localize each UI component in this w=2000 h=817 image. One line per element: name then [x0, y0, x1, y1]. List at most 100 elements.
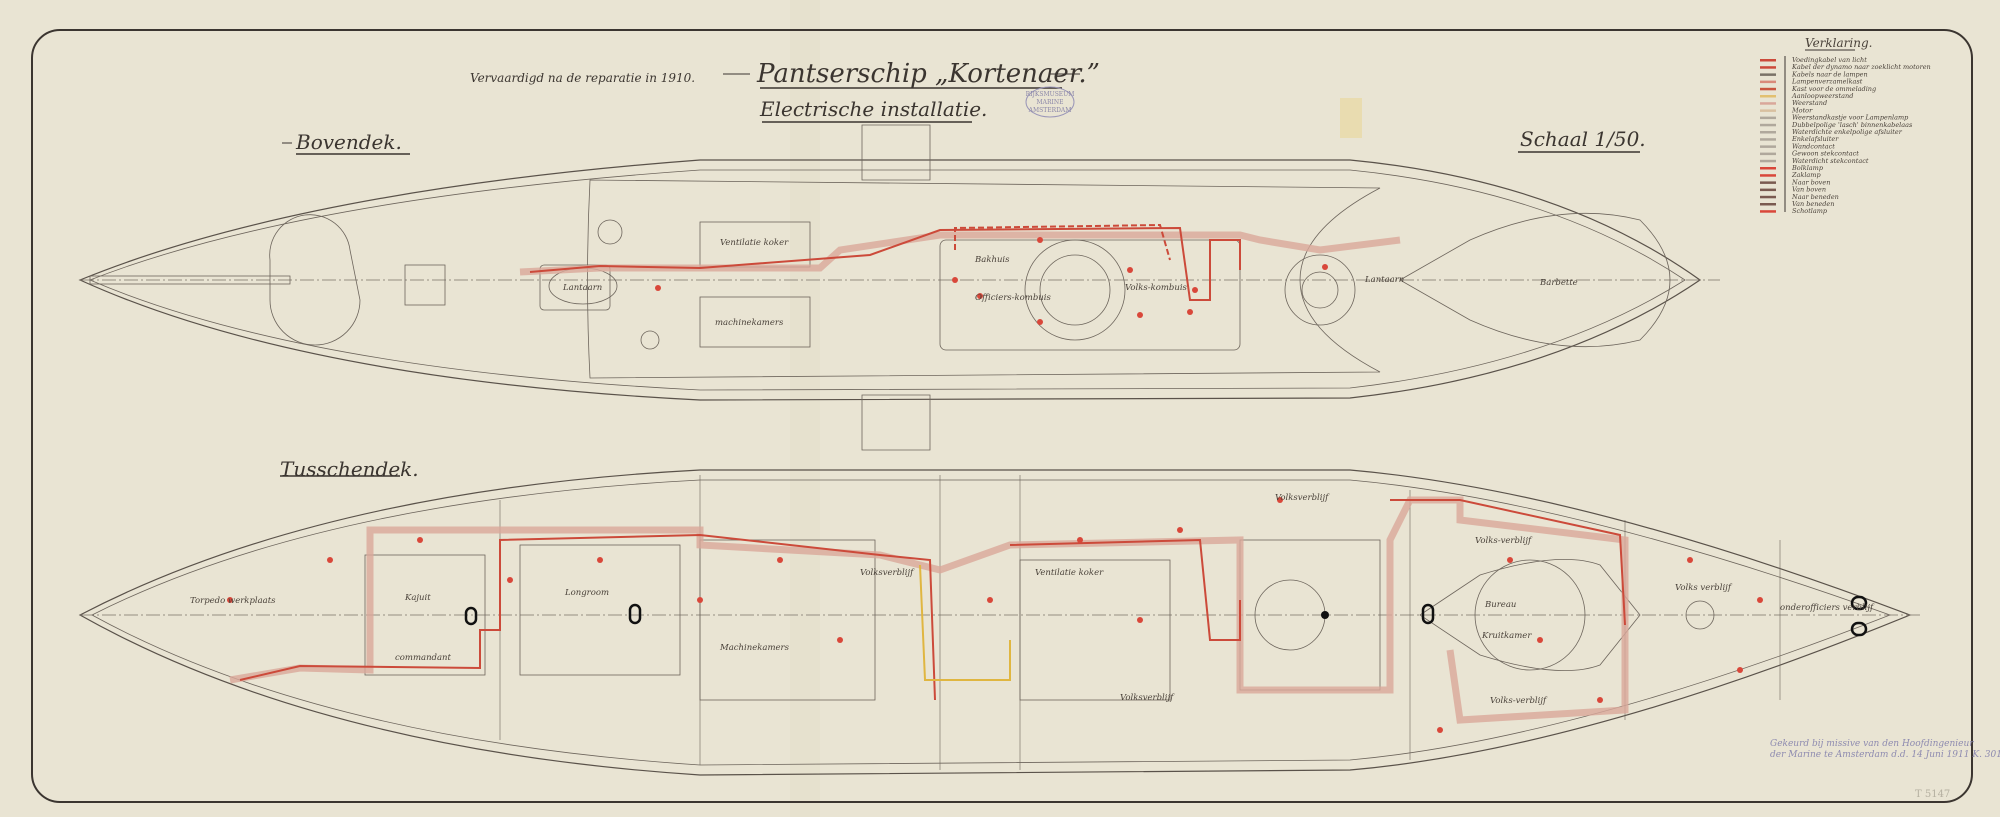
- legend-label: Weerstandkastje voor Lampenlamp: [1792, 114, 1909, 122]
- room-label: Barbette: [1539, 278, 1578, 288]
- legend-swatch: [1760, 145, 1776, 148]
- museum-stamp: RIJKSMUSEUM MARINE AMSTERDAM: [1025, 86, 1075, 118]
- room-label: machinekamers: [715, 318, 784, 328]
- room-label: Kajuit: [404, 593, 431, 603]
- legend-label: Waterdicht stekcontact: [1792, 157, 1869, 165]
- legend-swatch: [1760, 95, 1776, 98]
- legend-swatch: [1760, 109, 1776, 112]
- legend-item: Kabels naar de lampen: [1760, 70, 1868, 78]
- legend-label: Schotlamp: [1792, 207, 1828, 215]
- room-label: Volksverblijf: [1120, 693, 1175, 703]
- room-label: Bureau: [1484, 600, 1516, 610]
- svg-text:MARINE: MARINE: [1037, 99, 1064, 106]
- legend-label: Zaklamp: [1791, 171, 1821, 179]
- page-subtitle: Electrische installatie.: [759, 97, 987, 121]
- legend-label: Aanloopweerstand: [1791, 92, 1853, 100]
- upper-deck-plan: Lantaarn Ventilatie koker machinekamers …: [78, 124, 1720, 451]
- legend-item: Wandcontact: [1760, 142, 1835, 150]
- legend-label: Dubbelpolige 'lasch' binnenkabelaas: [1791, 121, 1913, 129]
- legend-item: Dubbelpolige 'lasch' binnenkabelaas: [1760, 121, 1913, 129]
- legend-swatch: [1760, 116, 1776, 120]
- drawing-border: [31, 29, 1973, 803]
- legend-label: Waterdichte enkelpolige afsluiter: [1792, 128, 1903, 136]
- room-label: Volksverblijf: [860, 568, 915, 578]
- legend-label: Enkelafsluiter: [1791, 135, 1839, 143]
- room-label: Volks-verblijf: [1475, 536, 1533, 546]
- legend-item: Zaklamp: [1760, 171, 1821, 179]
- legend-swatch: [1760, 87, 1776, 91]
- legend-label: Kabel der dynamo naar zoeklicht motoren: [1791, 63, 1931, 71]
- approval-signature: Gekeurd bij missive van den Hoofdingenie…: [1770, 739, 2000, 760]
- room-label: Volks verblijf: [1675, 583, 1733, 593]
- legend-swatch: [1760, 123, 1776, 127]
- legend-swatch: [1760, 210, 1776, 213]
- room-label: Bakhuis: [974, 255, 1010, 265]
- legend-swatch: [1760, 159, 1776, 163]
- legend-swatch: [1760, 167, 1776, 170]
- legend-item: Schotlamp: [1760, 207, 1828, 215]
- svg-text:Verklaring.: Verklaring.: [1805, 36, 1872, 50]
- room-label: Lantaarn: [1364, 275, 1404, 285]
- repair-note: Vervaardigd na de reparatie in 1910.: [470, 71, 695, 85]
- room-label: onderofficiers verblijf: [1780, 603, 1875, 613]
- lower-deck-plan: Torpedo werkplaats Kajuit Longroom comma…: [78, 469, 1920, 776]
- legend-label: Voedingkabel van licht: [1792, 56, 1867, 64]
- legend-item: Gewoon stekcontact: [1760, 150, 1859, 158]
- legend-swatch: [1760, 203, 1776, 206]
- legend: Verklaring. Voedingkabel van lichtKabel …: [1760, 36, 1931, 215]
- room-label: Lantaarn: [562, 283, 602, 293]
- legend-item: Van boven: [1760, 186, 1826, 194]
- legend-swatch: [1760, 80, 1776, 84]
- room-label: Longroom: [564, 588, 609, 598]
- room-label: Kruitkamer: [1481, 631, 1532, 641]
- legend-swatch: [1760, 59, 1776, 62]
- svg-text:AMSTERDAM: AMSTERDAM: [1028, 107, 1072, 114]
- legend-item: Enkelafsluiter: [1760, 135, 1839, 143]
- legend-label: Motor: [1791, 106, 1813, 114]
- room-label: Volks-kombuis: [1125, 283, 1188, 293]
- legend-item: Van beneden: [1760, 200, 1834, 208]
- legend-item: Voedingkabel van licht: [1760, 56, 1867, 64]
- legend-item: Motor: [1760, 106, 1813, 114]
- page-title: Pantserschip „Kortenaer.”: [756, 59, 1100, 89]
- legend-swatch: [1760, 138, 1776, 141]
- legend-item: Naar beneden: [1760, 193, 1839, 201]
- legend-label: Kabels naar de lampen: [1791, 70, 1868, 78]
- legend-swatch: [1760, 152, 1776, 156]
- svg-text:Gekeurd bij missive van den Ho: Gekeurd bij missive van den Hoofdingenie…: [1770, 739, 1974, 749]
- legend-item: Lampenverzamelkast: [1760, 78, 1863, 86]
- scale-label: Schaal 1/50.: [1520, 127, 1646, 151]
- room-label: Machinekamers: [719, 643, 790, 653]
- legend-label: Van beneden: [1792, 200, 1834, 208]
- legend-swatch: [1760, 66, 1776, 69]
- room-label: Officiers-kombuis: [975, 293, 1051, 303]
- legend-label: Naar beneden: [1791, 193, 1839, 201]
- legend-swatch: [1760, 73, 1776, 76]
- legend-swatch: [1760, 188, 1776, 192]
- room-label: Volks-verblijf: [1490, 696, 1548, 706]
- legend-label: Lampenverzamelkast: [1791, 78, 1863, 86]
- room-label: Volksverblijf: [1275, 493, 1330, 503]
- room-label: Torpedo werkplaats: [190, 596, 276, 606]
- legend-swatch: [1760, 181, 1776, 184]
- room-label: Ventilatie koker: [1035, 568, 1104, 578]
- legend-label: Wandcontact: [1792, 142, 1835, 150]
- legend-label: Kast voor de ommelading: [1791, 85, 1876, 93]
- legend-label: Naar boven: [1791, 178, 1830, 186]
- room-label: Ventilatie koker: [720, 238, 789, 248]
- deck-label-lower: Tusschendek.: [280, 457, 419, 481]
- legend-item: Weerstand: [1760, 99, 1827, 107]
- legend-item: Kast voor de ommelading: [1760, 85, 1876, 93]
- legend-item: Waterdicht stekcontact: [1760, 157, 1869, 165]
- legend-item: Bolklamp: [1760, 164, 1824, 172]
- legend-item: Aanloopweerstand: [1760, 92, 1853, 100]
- legend-swatch: [1760, 102, 1776, 105]
- svg-text:der Marine te Amsterdam d.d. 1: der Marine te Amsterdam d.d. 14 Juni 191…: [1770, 750, 2000, 760]
- legend-label: Van boven: [1792, 186, 1826, 194]
- legend-item: Waterdichte enkelpolige afsluiter: [1760, 128, 1903, 136]
- room-label: commandant: [395, 653, 452, 663]
- legend-item: Weerstandkastje voor Lampenlamp: [1760, 114, 1909, 122]
- legend-label: Gewoon stekcontact: [1792, 150, 1859, 158]
- legend-item: Kabel der dynamo naar zoeklicht motoren: [1760, 63, 1931, 71]
